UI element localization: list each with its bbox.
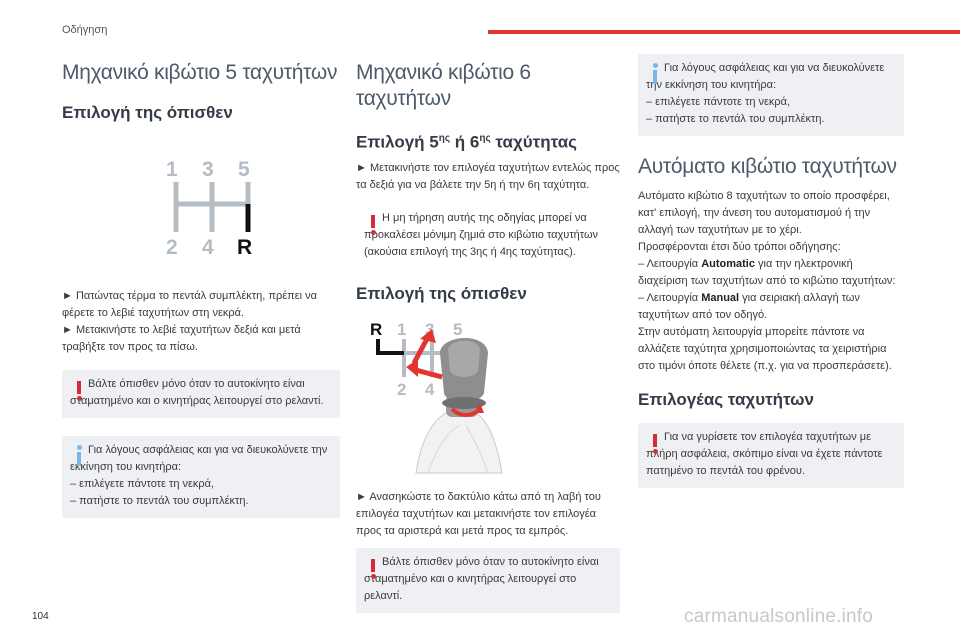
subtitle-gear-5-6: Επιλογή 5ης ή 6ης ταχύτητας [356,132,578,152]
section-label: Οδήγηση [62,24,108,36]
instruction-step: ► Πατώντας τέρμα το πεντάλ συμπλέκτη, πρ… [62,290,317,319]
info-note: Για λόγους ασφάλειας και για να διευκολύ… [638,54,904,136]
gear-label-5: 5 [453,320,462,339]
column-manual-5: Μηχανικό κιβώτιο 5 ταχυτήτων Επιλογή της… [62,54,340,518]
body-paragraph: Προσφέρονται έτσι δύο τρόποι οδήγησης: [638,241,841,253]
info-list-item: – πατήστε το πεντάλ του συμπλέκτη. [646,113,825,125]
warning-note: Για να γυρίσετε τον επιλογέα ταχυτήτων μ… [638,423,904,488]
watermark: carmanualsonline.info [684,606,874,627]
instruction-step: ► Ανασηκώστε το δακτύλιο κάτω από τη λαβ… [356,490,601,537]
warning-text: Βάλτε όπισθεν μόνο όταν το αυτοκίνητο εί… [364,555,599,602]
info-list-item: – επιλέγετε πάντοτε τη νεκρά, [646,96,791,108]
movement-arrows [406,328,484,417]
info-list-item: – επιλέγετε πάντοτε τη νεκρά, [70,478,215,490]
warning-note: Βάλτε όπισθεν μόνο όταν το αυτοκίνητο εί… [62,370,340,418]
column-automatic: Για λόγους ασφάλειας και για να διευκολύ… [638,54,904,488]
warning-icon [652,434,658,454]
gear-label-3: 3 [425,320,434,339]
gear-label-1: 1 [166,158,178,181]
reverse-path-line [376,338,404,355]
instruction-step: ► Μετακινήστε τον επιλογέα ταχυτήτων εντ… [356,161,620,191]
body-paragraph: Αυτόματο κιβώτιο 8 ταχυτήτων το οποίο πρ… [638,190,890,236]
subtitle-reverse-6: Επιλογή της όπισθεν [356,283,527,303]
info-text: Για λόγους ασφάλειας και για να διευκολύ… [646,62,885,91]
info-text: Για λόγους ασφάλειας και για να διευκολύ… [70,444,328,473]
warning-icon [370,214,376,235]
info-icon [652,63,658,84]
mode-manual-name: Manual [701,292,740,304]
subtitle-gear-selector: Επιλογέας ταχυτήτων [638,390,814,409]
section-title-manual-6: Μηχανικό κιβώτιο 6 ταχυτήτων [356,61,531,110]
subtitle-reverse-5: Επιλογή της όπισθεν [62,103,233,122]
info-note: Για λόγους ασφάλειας και για να διευκολύ… [62,436,340,518]
info-list-item: – πατήστε το πεντάλ του συμπλέκτη. [70,495,249,507]
gear-label-4: 4 [202,236,214,259]
gear-label-5: 5 [238,158,250,181]
warning-icon [370,558,376,579]
gear-label-4: 4 [425,380,435,399]
warning-text: Για να γυρίσετε τον επιλογέα ταχυτήτων μ… [646,431,883,477]
mode-manual-item: – Λειτουργία Manual για σειριακή αλλαγή … [638,292,860,321]
gear-knob-drawing [415,337,503,474]
section-title-automatic: Αυτόματο κιβώτιο ταχυτήτων [638,155,897,178]
gear-pattern-diagram-5: 1 3 5 2 4 R [166,158,252,259]
gear-lever-illustration: R 1 3 5 2 4 6 [370,320,503,474]
warning-text: Βάλτε όπισθεν μόνο όταν το αυτοκίνητο εί… [70,378,324,407]
warning-note: Βάλτε όπισθεν μόνο όταν το αυτοκίνητο εί… [356,547,620,613]
info-icon [76,445,82,466]
header-accent-bar [488,30,960,34]
body-paragraph: Στην αυτόματη λειτουργία μπορείτε πάντοτ… [638,326,892,372]
gear-diagram-lines [173,182,251,232]
gear-label-r: R [237,236,252,259]
page-number: 104 [32,611,49,622]
instruction-step: ► Μετακινήστε το λεβιέ ταχυτήτων δεξιά κ… [62,324,301,353]
section-title-manual-5: Μηχανικό κιβώτιο 5 ταχυτήτων [62,61,338,84]
mode-automatic-item: – Λειτουργία Automatic για την ηλεκτρονι… [638,258,896,287]
mode-automatic-name: Automatic [701,258,755,270]
gear-label-2: 2 [397,380,406,399]
warning-text: Η μη τήρηση αυτής της οδηγίας μπορεί να … [364,211,599,258]
gear-label-3: 3 [202,158,214,181]
warning-icon [76,381,82,401]
gear-label-1: 1 [397,320,406,339]
gear-label-r: R [370,320,382,339]
gear-label-2: 2 [166,236,178,259]
warning-note: Η μη τήρηση αυτής της οδηγίας μπορεί να … [356,203,620,269]
column-manual-6: Μηχανικό κιβώτιο 6 ταχυτήτων Επιλογή 5ης… [356,54,620,613]
